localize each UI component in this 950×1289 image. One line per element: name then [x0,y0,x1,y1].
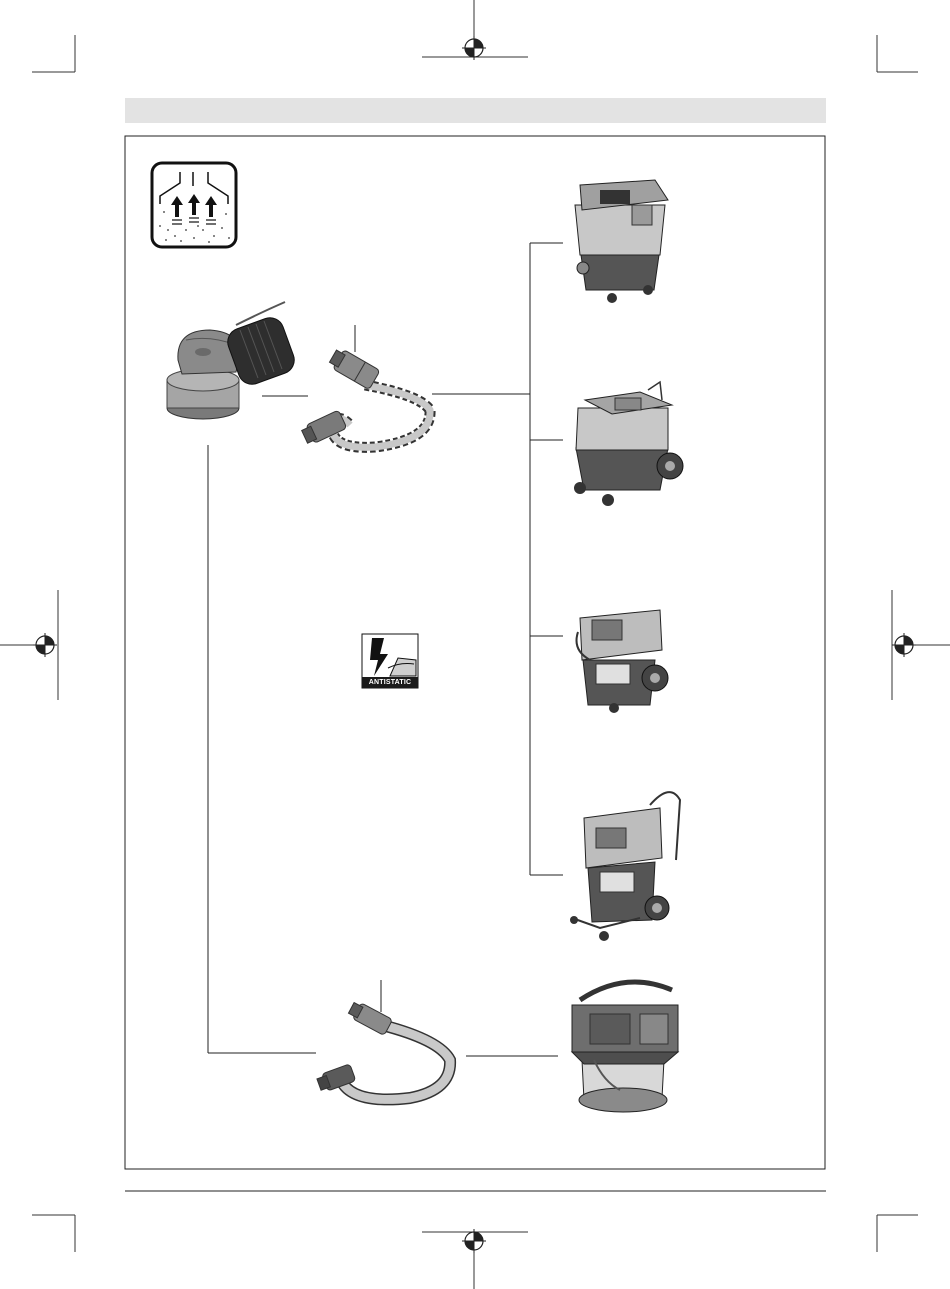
registration-mark-bottom [462,1229,486,1253]
vacuum-medium [574,382,683,506]
header-band [125,98,826,123]
vacuum-xlarge [570,792,680,941]
random-orbit-sander [167,302,298,419]
antistatic-label: ANTISTATIC [362,677,418,688]
content-frame [125,136,825,1169]
vacuum-large [577,610,669,713]
vacuum-compact [572,982,678,1112]
standard-hose [316,1000,450,1100]
antistatic-hose [300,347,430,448]
registration-mark-left [33,633,57,657]
registration-mark-top [462,36,486,60]
dust-extraction-icon [152,163,236,247]
vacuum-small [575,180,668,303]
registration-mark-right [892,633,916,657]
